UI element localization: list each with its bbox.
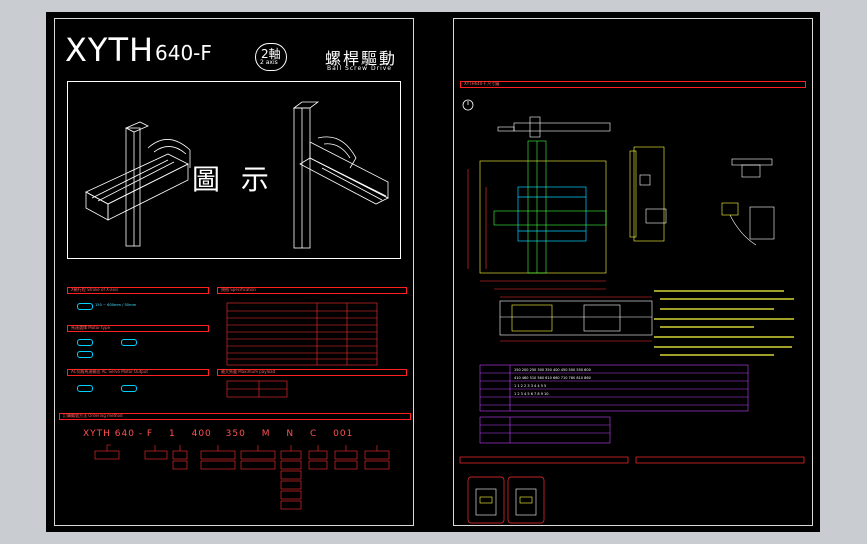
order-code-part: C [309, 429, 318, 439]
section-bar-motor: 馬達選擇 Motor type [67, 325, 209, 332]
right-drawing-sheet: XYTH640-F 尺寸圖 [453, 18, 813, 526]
model-number: 640-F [155, 41, 212, 65]
left-drawing-sheet: XYTH 640-F 2軸 2 axis 螺桿驅動 Ball Screw Dri… [54, 18, 414, 526]
cyan-tag [77, 351, 93, 358]
cyan-tag [77, 385, 93, 392]
drive-title: 螺桿驅動 [325, 49, 398, 68]
order-code-part: 001 [333, 429, 354, 439]
cyan-tag [121, 385, 137, 392]
order-code-part: 350 [225, 429, 246, 439]
order-code-part: 1 [169, 429, 176, 439]
svg-text:1 2 3 4 5 6: 1 2 3 4 5 6 7 8 9 10 [514, 392, 549, 396]
cyan-tag [77, 339, 93, 346]
spec-note: 150 ~ 600mm / 50mm [95, 303, 137, 307]
section-bar-ordering: 訂購編號方法 Ordering method [59, 413, 411, 420]
svg-text:1 1 2 2 3 3: 1 1 2 2 3 3 4 4 5 5 [514, 384, 546, 388]
illustration-frame: 圖 示 [67, 81, 401, 259]
section-bar-axis-stroke: X軸行程 Stroke of X-axis [67, 287, 209, 294]
gantry-illustration [85, 101, 389, 249]
section-bar-dimensions: XYTH640-F 尺寸圖 [460, 81, 806, 88]
model-prefix: XYTH [65, 31, 155, 69]
axes-badge-sublabel: 2 axis [260, 59, 278, 66]
drive-subtitle: Ball Screw Drive [327, 65, 392, 72]
order-code-part: 400 [191, 429, 212, 439]
section-bar-specification: 規格 Specification [217, 287, 407, 294]
cyan-tag [121, 339, 137, 346]
svg-text:410 460 510 560 610 660: 410 460 510 560 610 660 710 760 810 860 [514, 376, 591, 380]
order-code-part: N [286, 429, 295, 439]
order-code-part: M [261, 429, 271, 439]
order-code-row: XYTH 640 - F 1 400 350 M N C 001 [83, 429, 353, 439]
svg-text:150 200 250 300 350 400: 150 200 250 300 350 400 450 500 550 600 [514, 368, 591, 372]
cyan-tag [77, 303, 93, 310]
axes-badge-label: 2軸 [261, 47, 281, 61]
section-bar-output: AC伺服馬達輸出 AC Servo Motor Output [67, 369, 209, 376]
axes-badge: 2軸 2 axis [255, 43, 287, 71]
order-code-model: XYTH 640 - F [83, 429, 154, 439]
section-bar-payload: 最大負載 Maximum payload [217, 369, 407, 376]
cad-viewport[interactable]: XYTH 640-F 2軸 2 axis 螺桿驅動 Ball Screw Dri… [46, 12, 820, 532]
illustration-caption: 圖 示 [192, 163, 275, 196]
dimension-drawing: 150 200 250 300 350 400 450 500 550 600 … [459, 99, 805, 524]
